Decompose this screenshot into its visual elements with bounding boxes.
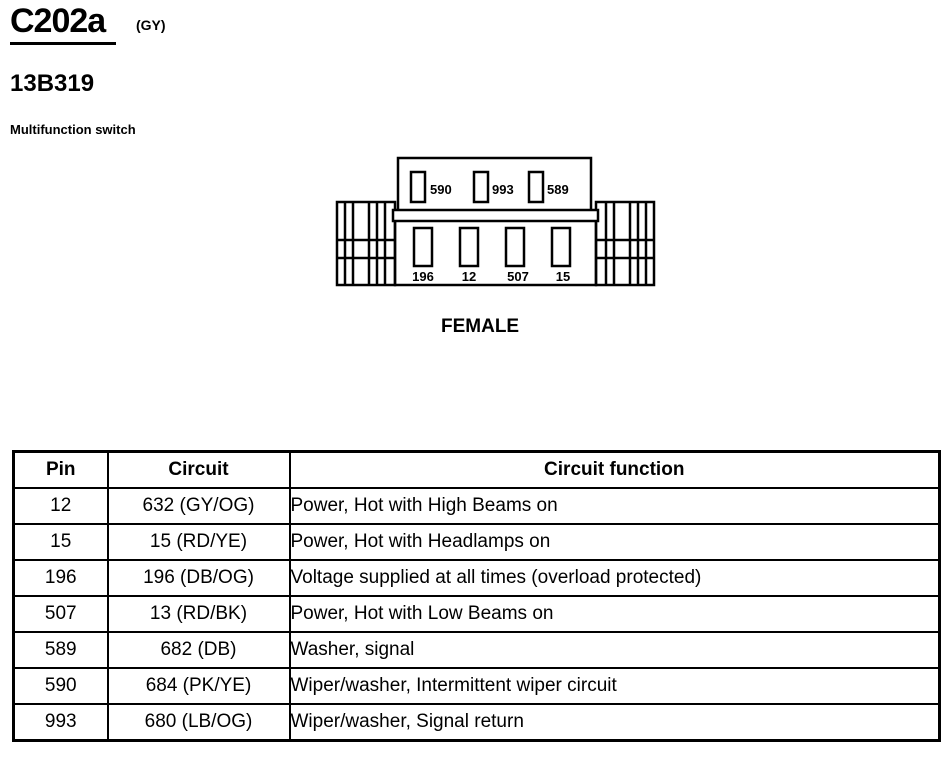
terminal-slot-590 <box>409 170 427 204</box>
connector-ledge <box>391 208 600 223</box>
component-name: Multifunction switch <box>10 122 136 137</box>
table-header-row: Pin Circuit Circuit function <box>12 450 941 489</box>
header-circuit-function: Circuit function <box>288 450 941 489</box>
table-row: 507 13 (RD/BK) Power, Hot with Low Beams… <box>12 595 941 633</box>
cell-circuit: 680 (LB/OG) <box>106 703 291 742</box>
table-row: 993 680 (LB/OG) Wiper/washer, Signal ret… <box>12 703 941 742</box>
part-number: 13B319 <box>10 70 95 97</box>
cell-pin: 993 <box>12 703 109 742</box>
cell-pin: 196 <box>12 559 109 597</box>
table-row: 15 15 (RD/YE) Power, Hot with Headlamps … <box>12 523 941 561</box>
terminal-slot-507 <box>504 226 526 268</box>
cell-function: Voltage supplied at all times (overload … <box>288 559 941 597</box>
pin-label-507: 507 <box>507 269 529 284</box>
table-row: 196 196 (DB/OG) Voltage supplied at all … <box>12 559 941 597</box>
pin-label-12: 12 <box>462 269 476 284</box>
cell-circuit: 15 (RD/YE) <box>106 523 291 561</box>
terminal-slot-15 <box>550 226 572 268</box>
cell-pin: 15 <box>12 523 109 561</box>
cell-circuit: 632 (GY/OG) <box>106 487 291 525</box>
header-pin: Pin <box>12 450 109 489</box>
connector-face-diagram: 590 993 589 196 12 507 15 <box>335 156 656 287</box>
cell-function: Wiper/washer, Signal return <box>288 703 941 742</box>
terminal-slot-12 <box>458 226 480 268</box>
terminal-slot-993 <box>472 170 490 204</box>
cell-function: Wiper/washer, Intermittent wiper circuit <box>288 667 941 705</box>
cell-circuit: 196 (DB/OG) <box>106 559 291 597</box>
pinout-table: Pin Circuit Circuit function 12 632 (GY/… <box>12 450 941 742</box>
cell-function: Power, Hot with Low Beams on <box>288 595 941 633</box>
cell-pin: 12 <box>12 487 109 525</box>
cell-circuit: 682 (DB) <box>106 631 291 669</box>
cell-circuit: 13 (RD/BK) <box>106 595 291 633</box>
connector-id: C202a <box>10 2 106 40</box>
pin-label-196: 196 <box>412 269 434 284</box>
connector-gender-label: FEMALE <box>441 316 520 337</box>
connector-id-underline <box>10 42 116 45</box>
cell-pin: 507 <box>12 595 109 633</box>
pin-label-590: 590 <box>430 182 452 197</box>
pin-label-589: 589 <box>547 182 569 197</box>
table-row: 589 682 (DB) Washer, signal <box>12 631 941 669</box>
color-code: (GY) <box>136 17 166 33</box>
cell-function: Washer, signal <box>288 631 941 669</box>
cell-function: Power, Hot with High Beams on <box>288 487 941 525</box>
header-circuit: Circuit <box>106 450 291 489</box>
table-row: 590 684 (PK/YE) Wiper/washer, Intermitte… <box>12 667 941 705</box>
pin-label-15: 15 <box>556 269 570 284</box>
cell-function: Power, Hot with Headlamps on <box>288 523 941 561</box>
table-row: 12 632 (GY/OG) Power, Hot with High Beam… <box>12 487 941 525</box>
pin-label-993: 993 <box>492 182 514 197</box>
terminal-slot-196 <box>412 226 434 268</box>
terminal-slot-589 <box>527 170 545 204</box>
cell-pin: 589 <box>12 631 109 669</box>
cell-pin: 590 <box>12 667 109 705</box>
cell-circuit: 684 (PK/YE) <box>106 667 291 705</box>
